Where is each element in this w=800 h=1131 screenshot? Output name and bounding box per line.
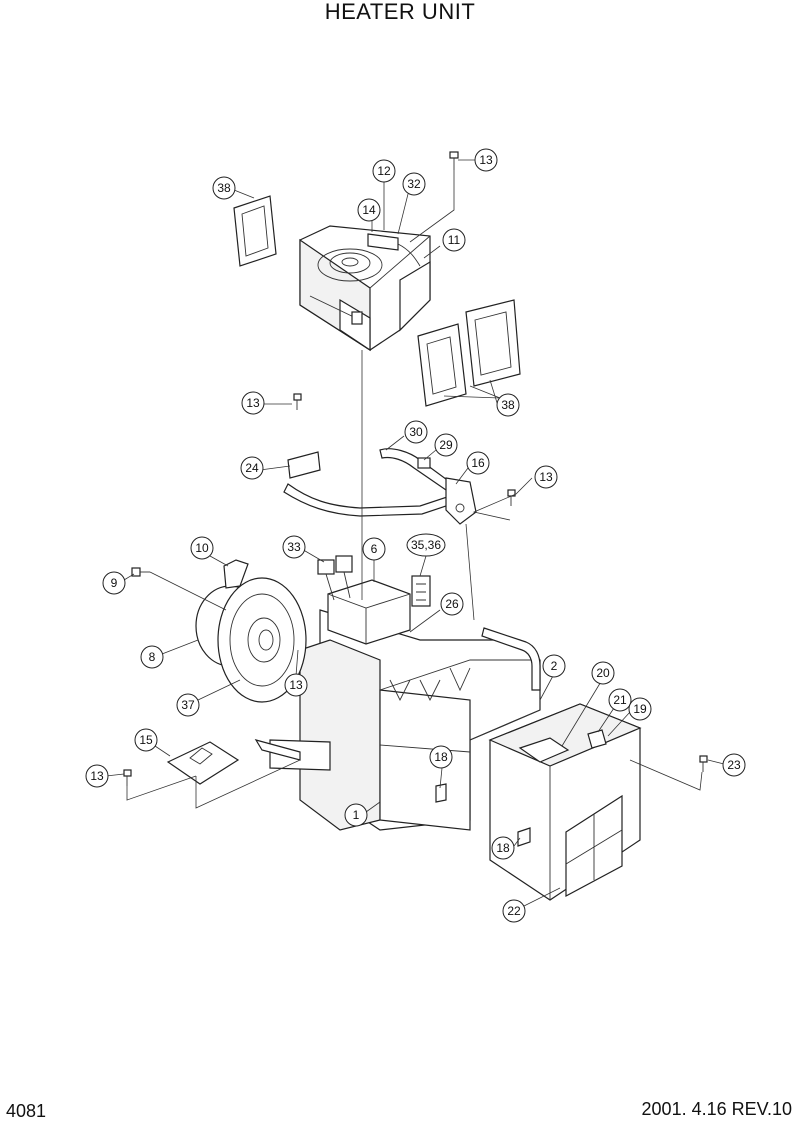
callout-label: 14	[362, 203, 376, 217]
callout-label: 19	[633, 702, 647, 716]
callout-label: 2	[551, 659, 558, 673]
callout-18-case: 18	[429, 745, 453, 769]
callout-label: 38	[501, 398, 515, 412]
callout-29: 29	[434, 433, 458, 457]
callout-label: 22	[507, 904, 521, 918]
callout-23: 23	[722, 753, 746, 777]
callout-label: 20	[596, 666, 610, 680]
callout-label: 37	[181, 698, 195, 712]
callout-2: 2	[542, 654, 566, 678]
tube-right	[481, 627, 541, 691]
blower-motor	[195, 559, 307, 703]
control-box	[488, 703, 708, 901]
callout-label: 29	[439, 438, 453, 452]
callout-label: 13	[246, 396, 260, 410]
callout-37: 37	[176, 693, 200, 717]
screw-9	[131, 567, 150, 577]
page-number: 4081	[6, 1101, 47, 1121]
gasket-38-left	[233, 195, 277, 267]
duct-outlet-6	[327, 579, 411, 645]
callout-label: 18	[434, 750, 448, 764]
connector-35-36	[411, 575, 431, 607]
callout-label: 8	[149, 650, 156, 664]
callout-1: 1	[344, 803, 368, 827]
callout-13-bracket: 13	[85, 764, 109, 788]
callout-13-top: 13	[474, 148, 498, 172]
callout-label: 13	[289, 678, 303, 692]
callout-24: 24	[240, 456, 264, 480]
main-heater-case	[254, 609, 541, 831]
callout-label: 12	[377, 164, 391, 178]
callout-21: 21	[608, 688, 632, 712]
revision-date: 2001. 4.16 REV.10	[641, 1099, 792, 1119]
callout-22: 22	[502, 899, 526, 923]
upper-blower-housing	[299, 225, 431, 352]
callout-33: 33	[282, 535, 306, 559]
screw-13-top	[449, 151, 459, 170]
callout-14: 14	[357, 198, 381, 222]
callout-label: 30	[409, 425, 423, 439]
callout-10: 10	[190, 536, 214, 560]
callout-11: 11	[442, 228, 466, 252]
callout-label: 23	[727, 758, 741, 772]
callout-label: 33	[287, 540, 301, 554]
gasket-38-right-pair	[417, 299, 521, 407]
callout-label: 38	[217, 181, 231, 195]
callout-label: 16	[471, 456, 485, 470]
callout-6: 6	[362, 537, 386, 561]
callout-16: 16	[466, 451, 490, 475]
bracket-15	[123, 741, 240, 786]
page-title: HEATER UNIT	[324, 0, 476, 24]
callout-label: 13	[539, 470, 553, 484]
callout-15: 15	[134, 728, 158, 752]
callout-13-right: 13	[534, 465, 558, 489]
callout-8: 8	[140, 645, 164, 669]
callout-35-36: 35,36	[406, 533, 446, 557]
callout-26: 26	[440, 592, 464, 616]
callout-label: 9	[111, 576, 118, 590]
callout-label: 10	[195, 541, 209, 555]
hose-assembly	[283, 393, 516, 525]
callout-13-hose: 13	[241, 391, 265, 415]
callout-label: 11	[448, 233, 461, 247]
leader-lines	[105, 159, 725, 907]
callout-label: 35,36	[411, 538, 441, 552]
connector-33	[317, 555, 353, 601]
callout-label: 18	[496, 841, 510, 855]
callout-label: 26	[445, 597, 459, 611]
callout-13-case: 13	[284, 673, 308, 697]
callout-20: 20	[591, 661, 615, 685]
callout-18-box: 18	[491, 836, 515, 860]
callout-label: 21	[613, 693, 627, 707]
callout-9: 9	[102, 571, 126, 595]
callout-label: 6	[371, 542, 378, 556]
callout-38-left: 38	[212, 176, 236, 200]
callout-label: 13	[90, 769, 104, 783]
callout-label: 1	[353, 808, 360, 822]
callout-30: 30	[404, 420, 428, 444]
callout-38-right: 38	[496, 393, 520, 417]
callout-label: 32	[407, 177, 421, 191]
callout-label: 24	[245, 461, 259, 475]
callout-12: 12	[372, 159, 396, 183]
callout-label: 13	[479, 153, 493, 167]
callout-19: 19	[628, 697, 652, 721]
callout-label: 15	[139, 733, 153, 747]
callout-32: 32	[402, 172, 426, 196]
